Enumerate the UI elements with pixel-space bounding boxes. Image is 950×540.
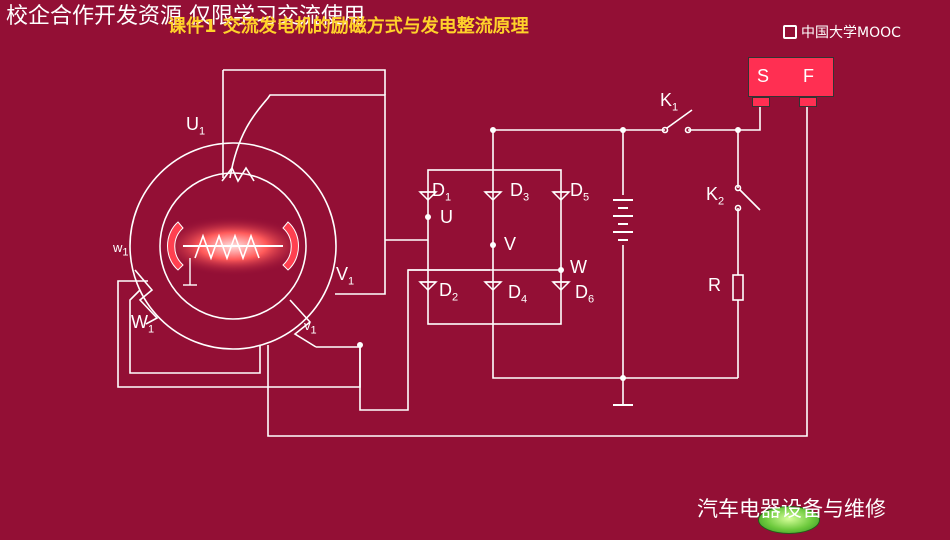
brand-logo: 中国大学MOOC (783, 22, 901, 42)
diode-d6 (551, 281, 571, 292)
label-v1-small: v1 (304, 318, 317, 337)
winding-w (117, 280, 361, 388)
play-button[interactable] (758, 506, 820, 534)
label-u1: U1 (186, 114, 206, 138)
diode-d1 (418, 191, 438, 202)
winding-v (289, 299, 360, 348)
bridge-bottom-rail (492, 324, 738, 379)
top-bus (493, 106, 761, 131)
label-v: V (504, 234, 517, 254)
course-name: 汽车电器设备与维修 (697, 497, 886, 521)
switch-k1 (661, 109, 693, 134)
winding-w-coil (134, 269, 159, 325)
diode-d2 (418, 281, 438, 292)
mooc-logo-icon (783, 25, 797, 39)
stator-outer-ring (129, 142, 337, 350)
terminal-f-label: F (803, 66, 814, 86)
winding-u-coil (221, 166, 255, 183)
slide-title: 课件1 交流发电机的励磁方式与发电整流原理 (168, 16, 529, 37)
battery (613, 199, 633, 406)
diode-d5 (551, 191, 571, 202)
neutral-wire (359, 269, 490, 411)
field-terminal-block: S F (748, 57, 834, 97)
diode-d4 (483, 281, 503, 292)
terminal-s-tab (752, 97, 770, 107)
label-u: U (440, 207, 453, 227)
label-d6: D6 (575, 282, 595, 306)
terminal-s-label: S (757, 66, 770, 86)
terminal-f-tab (799, 97, 817, 107)
label-w: W (570, 257, 587, 277)
label-r: R (708, 275, 721, 295)
label-v1-big: V1 (336, 264, 355, 288)
resistor-r (732, 274, 744, 301)
label-k1: K1 (660, 90, 679, 114)
diode-d3 (483, 191, 503, 202)
switch-k2 (734, 184, 761, 212)
label-d5: D5 (570, 180, 590, 204)
label-k2: K2 (706, 184, 725, 208)
label-d2: D2 (439, 280, 459, 304)
label-d1: D1 (432, 180, 452, 204)
label-w1-big: W1 (131, 312, 155, 336)
winding-left-lead (129, 289, 261, 374)
rectifier-box (427, 169, 562, 325)
brand-text: 中国大学MOOC (801, 25, 901, 41)
label-d3: D3 (510, 180, 530, 204)
watermark: 校企合作开发资源 仅限学习交流使用 (6, 4, 365, 29)
winding-top-loop (223, 69, 386, 95)
label-w1-small: w1 (113, 240, 129, 259)
winding-u (222, 70, 386, 295)
field-return (267, 106, 808, 437)
rotor (158, 216, 308, 286)
label-d4: D4 (508, 282, 528, 306)
